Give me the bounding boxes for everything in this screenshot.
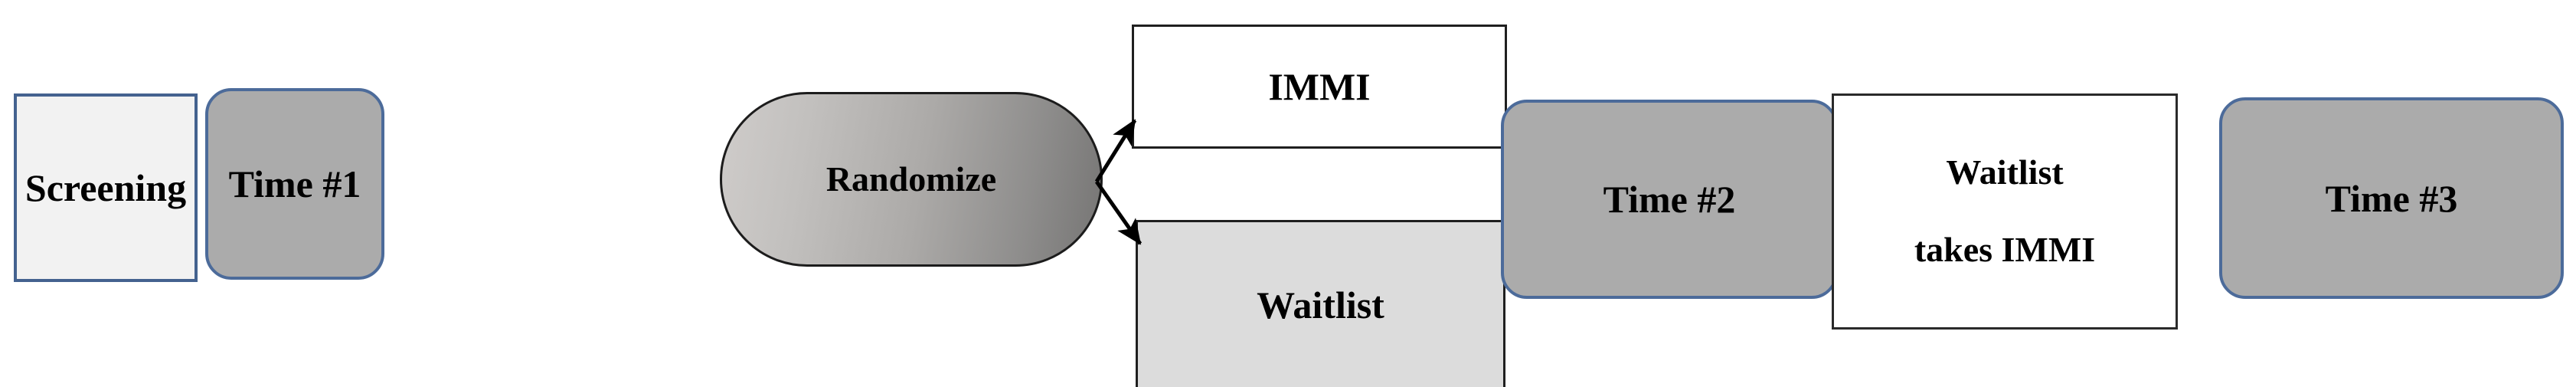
node-waitlist[interactable]: Waitlist	[1136, 220, 1505, 387]
edge-randomize-to-waitlist	[1094, 180, 1143, 245]
node-immi[interactable]: IMMI	[1132, 25, 1507, 149]
node-screening[interactable]: Screening	[14, 93, 198, 282]
node-randomize[interactable]: Randomize	[720, 92, 1103, 267]
node-randomize-label: Randomize	[825, 159, 997, 198]
node-screening-label: Screening	[25, 166, 187, 209]
node-time-2[interactable]: Time #2	[1501, 100, 1838, 299]
node-time-3[interactable]: Time #3	[2219, 97, 2564, 299]
node-time-2-label: Time #2	[1603, 178, 1736, 221]
node-immi-label: IMMI	[1268, 65, 1371, 108]
node-waitlist-label: Waitlist	[1257, 284, 1384, 326]
node-time-1-label: Time #1	[228, 162, 361, 205]
node-waitlist-takes-immi-label-line-2: takes IMMI	[1914, 230, 2096, 269]
node-time-1[interactable]: Time #1	[205, 88, 384, 280]
node-time-3-label: Time #3	[2325, 176, 2458, 220]
node-waitlist-takes-immi-label-line-1: Waitlist	[1946, 153, 2064, 192]
node-waitlist-takes-immi[interactable]: Waitlist takes IMMI	[1832, 93, 2178, 330]
